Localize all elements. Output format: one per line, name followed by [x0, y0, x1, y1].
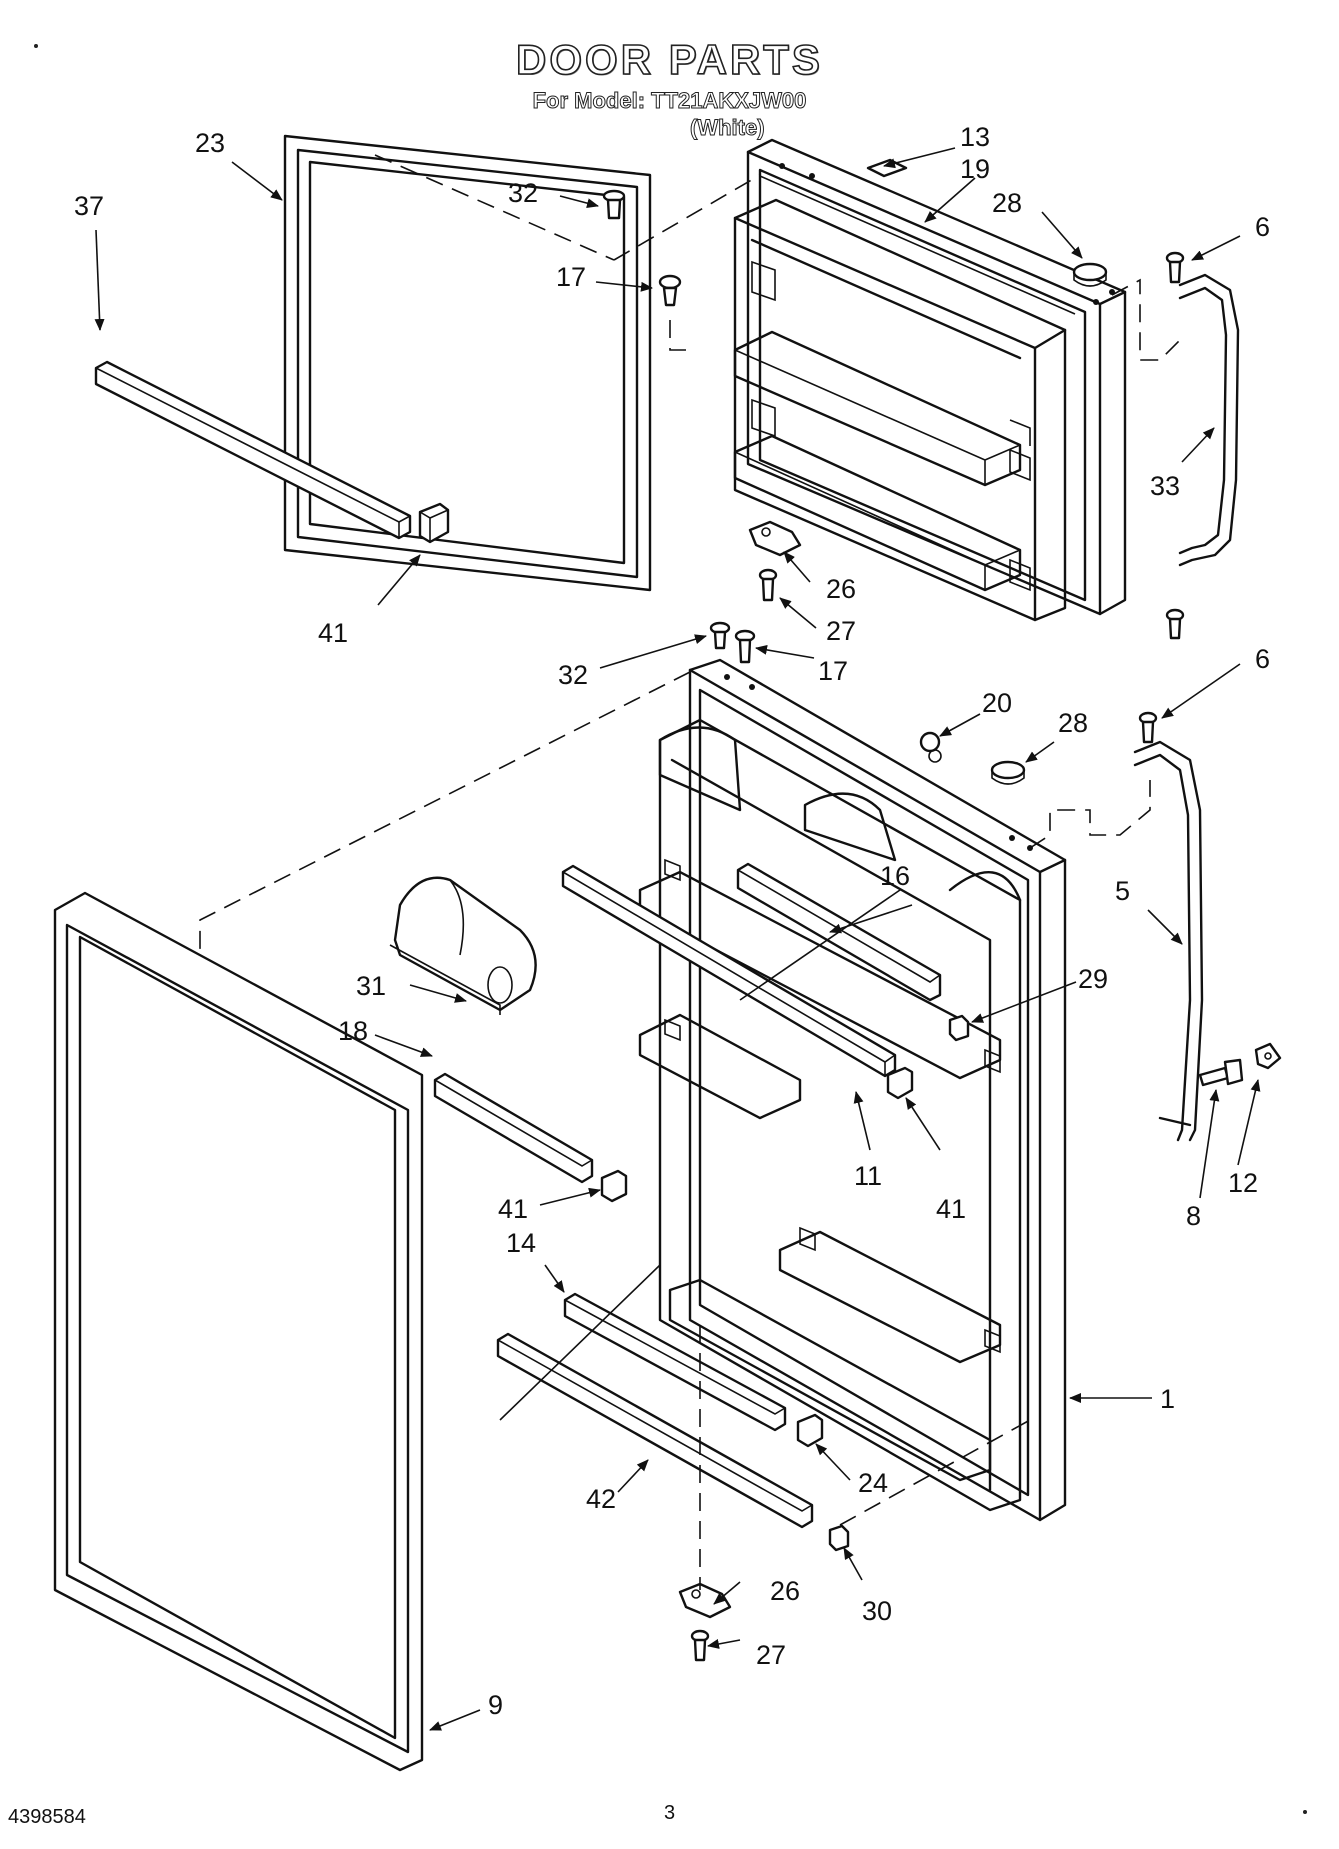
door-shelf-bar-42: [496, 1332, 814, 1529]
door-shelf-bar-18: [433, 1072, 594, 1184]
shelf-clip: [886, 1066, 914, 1100]
callout-30: 30: [862, 1596, 892, 1626]
screw: [758, 568, 778, 602]
hinge-bracket: [678, 1582, 732, 1619]
callout-23: 23: [195, 128, 225, 158]
callout-28: 28: [1058, 708, 1088, 738]
document-number: 4398584: [8, 1806, 86, 1828]
callout-numbers: 23 37 32 17 13 19 28 6 33 41 26 27 32 17…: [74, 122, 1270, 1720]
callout-26: 26: [770, 1576, 800, 1606]
callout-12: 12: [1228, 1168, 1258, 1198]
fresh-food-door-liner: [638, 658, 1067, 1522]
corner-mark: [34, 44, 38, 48]
screw: [658, 274, 682, 307]
callout-leaders: [94, 147, 1261, 1731]
callout-27: 27: [756, 1640, 786, 1670]
handle-screw: [1198, 1058, 1244, 1087]
callout-20: 20: [982, 688, 1012, 718]
freezer-handle: [1165, 251, 1240, 640]
hole-plug: [990, 760, 1026, 785]
callout-32: 32: [558, 660, 588, 690]
callout-1: 1: [1160, 1384, 1175, 1414]
callout-6: 6: [1255, 644, 1270, 674]
callout-19: 19: [960, 154, 990, 184]
callout-32: 32: [508, 178, 538, 208]
callout-14: 14: [506, 1228, 536, 1258]
callout-24: 24: [858, 1468, 888, 1498]
callout-41: 41: [318, 618, 348, 648]
hinge-bracket: [748, 520, 802, 557]
fresh-food-door-gasket: [53, 891, 424, 1772]
callout-42: 42: [586, 1484, 616, 1514]
fresh-food-handle: [1133, 711, 1204, 1142]
pin: [709, 621, 731, 650]
door-stop: [919, 731, 942, 763]
callout-9: 9: [488, 1690, 503, 1720]
door-shelf-bar-upper: [561, 864, 897, 1078]
freezer-door-gasket: [283, 134, 652, 592]
pin: [602, 189, 626, 220]
callout-16: 16: [880, 861, 910, 891]
callout-29: 29: [1078, 964, 1108, 994]
callout-31: 31: [356, 971, 386, 1001]
freezer-shelf-trim: [94, 360, 412, 540]
model-line: For Model: TT21AKXJW00: [532, 88, 807, 114]
callout-11: 11: [854, 1161, 882, 1191]
callout-17: 17: [818, 656, 848, 686]
screw: [690, 1629, 710, 1662]
shelf-clip: [418, 502, 450, 544]
shelf-clip: [796, 1413, 824, 1448]
callout-41: 41: [498, 1194, 528, 1224]
dairy-door: [389, 876, 537, 1015]
freezer-door-liner: [733, 138, 1127, 622]
handle-washer: [1254, 1042, 1282, 1070]
callout-26: 26: [826, 574, 856, 604]
callout-13: 13: [960, 122, 990, 152]
callout-17: 17: [556, 262, 586, 292]
callout-28: 28: [992, 188, 1022, 218]
corner-mark: [1303, 1810, 1307, 1814]
hole-plug: [1072, 262, 1108, 287]
callout-6: 6: [1255, 212, 1270, 242]
callout-41: 41: [936, 1194, 966, 1224]
callout-5: 5: [1115, 876, 1130, 906]
color-line: (White): [690, 115, 766, 141]
callout-18: 18: [338, 1016, 368, 1046]
page-title: DOOR PARTS: [515, 35, 823, 84]
callout-8: 8: [1186, 1201, 1201, 1231]
callout-27: 27: [826, 616, 856, 646]
callout-33: 33: [1150, 471, 1180, 501]
end-cap: [828, 1524, 850, 1552]
screw: [734, 629, 756, 664]
page-number: 3: [664, 1802, 676, 1824]
door-shelf-bar-14: [563, 1292, 787, 1432]
end-cap: [948, 1014, 970, 1042]
callout-37: 37: [74, 191, 104, 221]
shelf-clip: [600, 1169, 628, 1203]
